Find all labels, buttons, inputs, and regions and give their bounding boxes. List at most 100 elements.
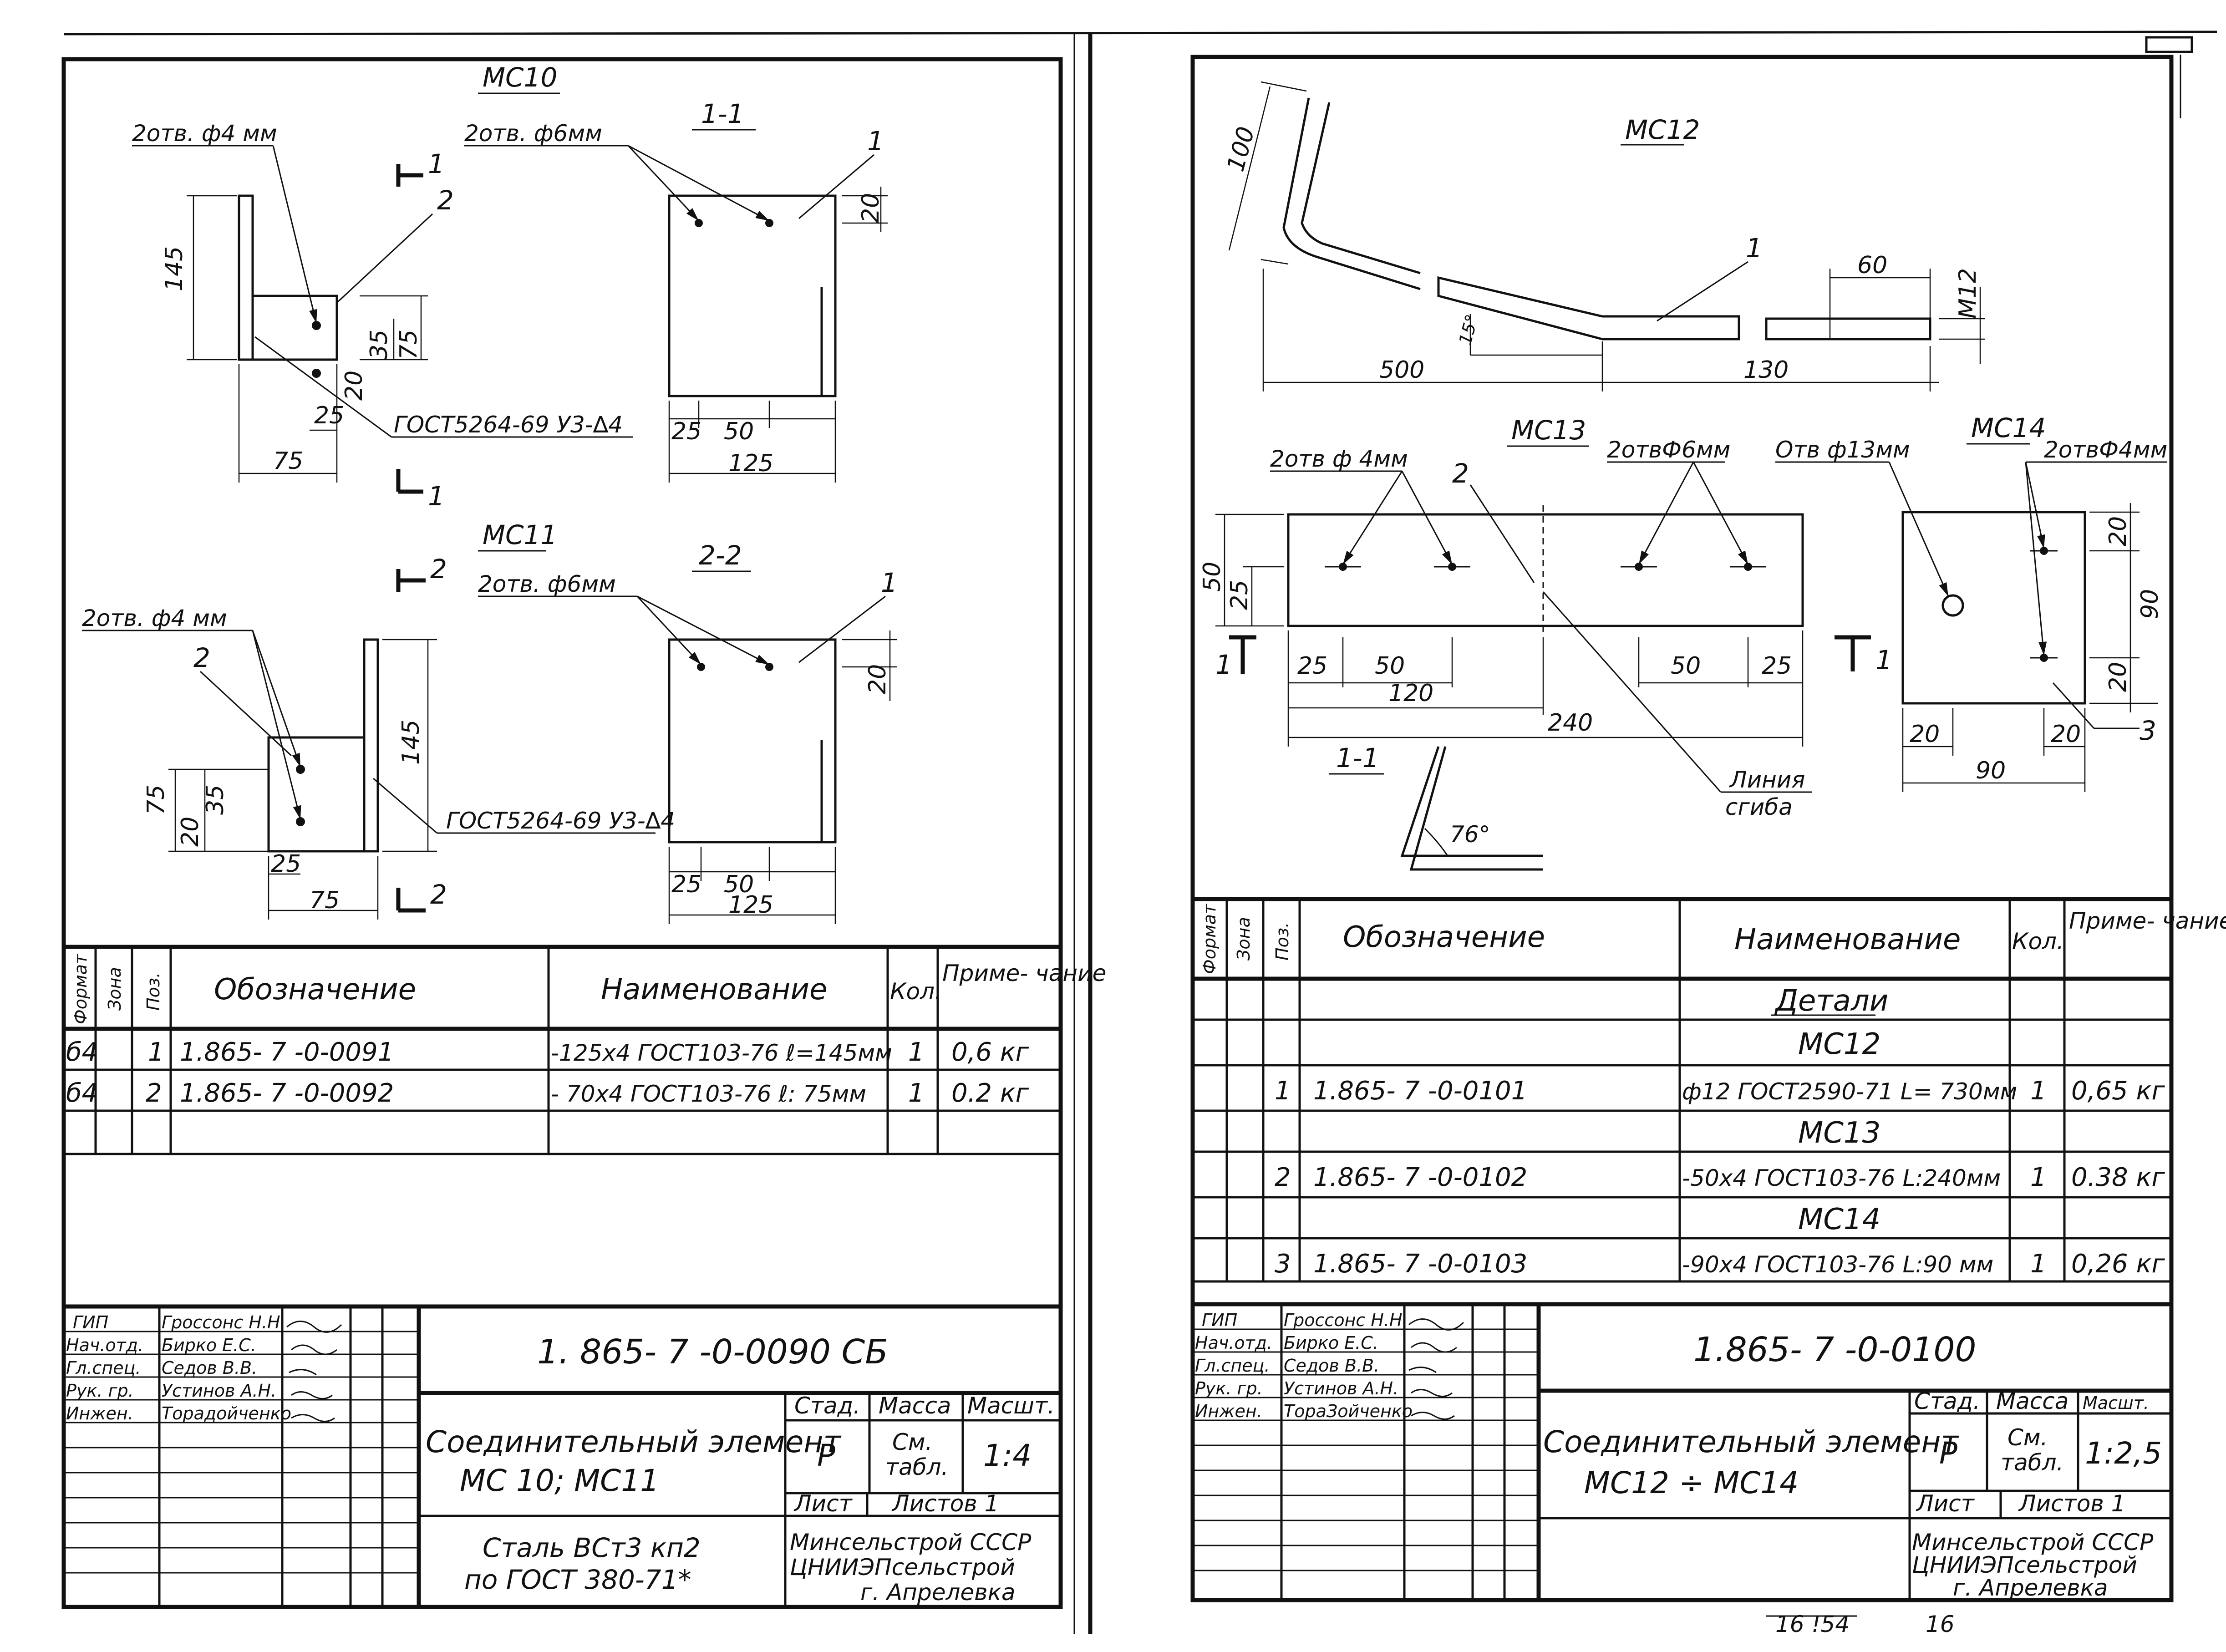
right-row1-name: ф12 ГОСТ2590-71 L= 730мм [1682, 1078, 2017, 1105]
mc10-dim-25: 25 [314, 402, 344, 429]
left-stamp-name-0: Гроссонс Н.Н. [162, 1312, 286, 1332]
left-stamp-material1: Сталь ВСт3 кп2 [483, 1532, 701, 1563]
mc11-dim-20: 20 [177, 817, 204, 847]
left-stamp-org2: ЦНИИЭПсельстрой [790, 1554, 1015, 1581]
left-sheet: МС10 2отв. ф4 мм 2 145 20 35 75 25 75 ГО… [61, 57, 1106, 1609]
right-group-details: Детали [1774, 984, 1888, 1018]
right-stamp-sheets-label: Листов 1 [2018, 1490, 2125, 1517]
mc10-hole-lower [312, 369, 321, 378]
right-row1-code: 1.865- 7 -0-0101 [1313, 1076, 1527, 1106]
mc12-dim-15deg: 15° [1455, 312, 1482, 347]
mc14-dim-90b: 90 [1976, 757, 2006, 784]
left-stamp-role-2: Гл.спец. [66, 1358, 141, 1378]
mc10-hole4-label: 2отв. ф4 мм [132, 120, 277, 147]
mc13-bend-line1: Линия [1729, 767, 1805, 793]
right-stamp-mass1: См. [2007, 1424, 2048, 1451]
mc12-title: МС12 [1625, 114, 1700, 145]
mc13-pos2: 2 [1452, 458, 1469, 489]
right-th-zone: Зона [1234, 917, 1254, 961]
left-row2-pos: 2 [146, 1078, 162, 1108]
mc10-hole6-label: 2отв. ф6мм [464, 120, 602, 147]
right-stamp-name-4: ТораЗойченко [1284, 1401, 1413, 1421]
left-th-pos: Поз. [143, 972, 163, 1011]
mc12-dim-m12: М12 [1954, 268, 1982, 319]
left-row1-name: -125х4 ГОСТ103-76 ℓ=145мм [551, 1040, 892, 1066]
right-row2-note: 0.38 кг [2071, 1163, 2165, 1192]
left-stamp-name-2: Седов В.В. [162, 1358, 257, 1378]
mc14-dim-20b: 20 [2104, 662, 2132, 692]
mc13-bent-section [1400, 746, 1543, 871]
right-stamp-org1: Минсельстрой СССР [1912, 1529, 2154, 1555]
right-stamp-mass2: табл. [2001, 1449, 2063, 1476]
right-stamp-name-3: Устинов А.Н. [1284, 1378, 1398, 1398]
right-title-block [1193, 1302, 2171, 1600]
left-stamp-mass2: табл. [885, 1454, 948, 1480]
right-sub-mc12: МС12 [1798, 1027, 1880, 1061]
left-stamp-role-3: Рук. гр. [66, 1381, 134, 1401]
left-th-format: Формат [71, 953, 91, 1024]
left-stamp-role-0: ГИП [73, 1312, 108, 1332]
right-row3-note: 0,26 кг [2071, 1249, 2165, 1279]
left-row2-note: 0.2 кг [951, 1078, 1029, 1108]
mc14-dim-20c: 20 [1910, 721, 1940, 748]
right-row1-qty: 1 [2030, 1076, 2047, 1106]
left-th-zone: Зона [105, 967, 125, 1011]
mc10-dim-20: 20 [341, 371, 368, 401]
left-th-code: Обозначение [214, 973, 416, 1006]
left-stamp-role-4: Инжен. [66, 1403, 133, 1423]
left-stamp-title2: МС 10; МС11 [460, 1463, 659, 1498]
right-stamp-name-2: Седов В.В. [1284, 1356, 1379, 1376]
mc10-dim-75b: 75 [273, 447, 303, 475]
footer-page-number: 16 [1926, 1611, 1955, 1637]
mc13-angle: 76° [1450, 821, 1490, 848]
mc11-dim-35: 35 [202, 785, 229, 815]
left-stamp-sheet-label: Лист [793, 1490, 853, 1517]
right-stamp-role-4: Инжен. [1195, 1401, 1262, 1421]
left-stamp-title1: Соединительный элемент [426, 1424, 842, 1459]
mc14-pos3: 3 [2140, 715, 2156, 746]
mc11-weld: ГОСТ5264-69 У3-∆4 [446, 808, 675, 834]
mc11-hole6-label: 2отв. ф6мм [478, 571, 616, 597]
mc13-dim-50b: 50 [1375, 652, 1405, 680]
mc10-sec-dim-25: 25 [671, 418, 701, 445]
mc10-pos1: 1 [867, 126, 884, 157]
mc10-sec-dim-50: 50 [724, 418, 754, 445]
mc12-dim-60: 60 [1857, 252, 1887, 279]
mc13-dim-240: 240 [1548, 709, 1593, 737]
mc10-dim-145: 145 [161, 246, 188, 291]
right-stamp-role-1: Нач.отд. [1195, 1333, 1272, 1353]
left-stamp-name-4: Торадойченко [162, 1403, 291, 1423]
left-row2-name: - 70х4 ГОСТ103-76 ℓ: 75мм [551, 1081, 866, 1107]
mc12-dim-500: 500 [1379, 356, 1424, 384]
mc13-dim-50: 50 [1199, 562, 1226, 592]
left-row1-qty: 1 [908, 1037, 925, 1067]
left-row1-pos: 1 [148, 1037, 164, 1067]
right-stamp-title1: Соединительный элемент [1543, 1424, 1959, 1459]
left-stamp-mass1: См. [892, 1429, 933, 1455]
right-th-note: Приме- чание [2069, 908, 2226, 934]
left-spec-table [64, 945, 1061, 1155]
mc10-sec-dim-125: 125 [728, 450, 773, 477]
left-stamp-scale: 1:4 [983, 1438, 1032, 1473]
left-stamp-material2: по ГОСТ 380-71* [464, 1564, 691, 1595]
mc12-dim-130: 130 [1743, 356, 1789, 384]
mc11-sec-dim-50: 50 [724, 871, 754, 898]
right-th-pos: Поз. [1272, 922, 1292, 961]
mc11-cut-top: 2 [430, 554, 447, 585]
mc10-dim-35: 35 [366, 330, 393, 360]
left-stamp-org1: Минсельстрой СССР [790, 1529, 1032, 1555]
right-row1-pos: 1 [1275, 1076, 1291, 1106]
mc11-side-view [168, 638, 437, 920]
left-row2-format: б4 [66, 1078, 98, 1108]
right-sub-mc13: МС13 [1798, 1116, 1880, 1150]
right-stamp-role-2: Гл.спец. [1195, 1356, 1270, 1376]
right-stamp-mass-label: Масса [1996, 1388, 2068, 1414]
mc14-dim-90a: 90 [2136, 589, 2164, 619]
left-stamp-name-1: Бирко Е.С. [162, 1335, 256, 1355]
mc14-plate [1901, 503, 2158, 792]
right-row2-qty: 1 [2030, 1163, 2047, 1192]
right-sub-mc14: МС14 [1798, 1203, 1880, 1236]
mc12-bent-rod [1228, 81, 1985, 391]
right-row2-pos: 2 [1275, 1163, 1291, 1192]
left-stamp-code: 1. 865- 7 -0-0090 СБ [537, 1332, 888, 1372]
